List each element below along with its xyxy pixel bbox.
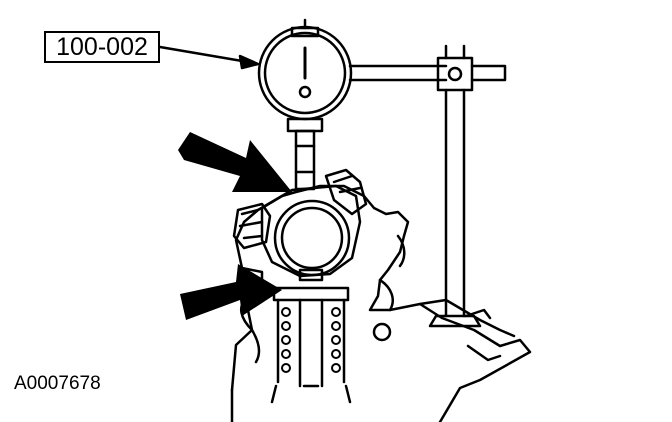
figure-id-label: A0007678 [14,373,101,394]
valve-spring-assembly [270,268,352,404]
dial-indicator [257,18,353,191]
cap-bolt-left [232,202,272,250]
bolt-hole [372,322,392,342]
arrow-lower [180,264,282,320]
dial-stem-collar [286,117,324,133]
cylinder-head-outline [230,184,532,422]
camshaft-journal [273,199,351,277]
magnetic-stand [348,44,507,328]
block-detail-notch [466,344,502,362]
stand-base [428,314,482,328]
stand-horizontal-rod [348,64,448,82]
cap-bolt-right [324,168,368,216]
stand-vertical-rod [444,88,466,318]
stand-clamp [436,56,474,92]
head-detail-right [378,234,406,312]
block-detail-right [418,298,516,338]
dial-stem [294,129,316,191]
camshaft-journal-inner [280,206,344,270]
callout-leader-arrow [158,45,260,70]
tool-number-callout: 100-002 [44,31,160,63]
bearing-cap [232,168,368,278]
arrow-upper [178,132,292,192]
